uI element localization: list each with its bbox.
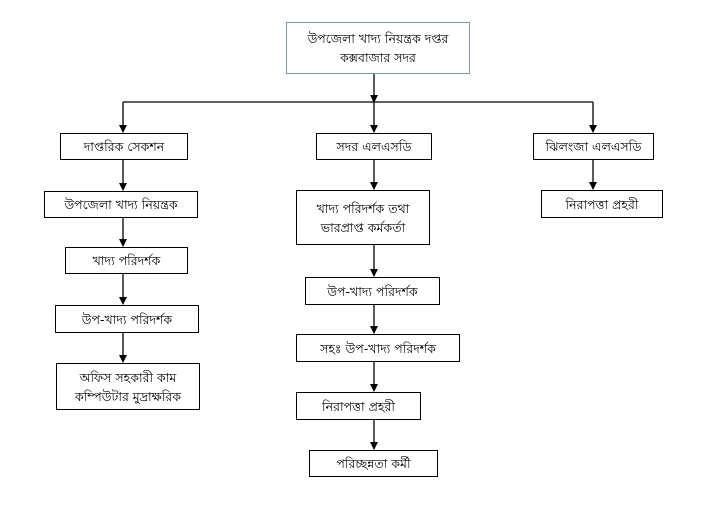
middle-item-box: পরিচ্ছন্নতা কর্মী (309, 450, 438, 477)
middle-item-label: খাদ্য পরিদর্শক তথা (316, 200, 410, 216)
root-office-box: উপজেলা খাদ্য নিয়ন্ত্রক দপ্তর কক্সবাজার … (286, 22, 470, 74)
middle-item-box: সহঃ উপ-খাদ্য পরিদর্শক (296, 334, 460, 362)
middle-item-label: নিরাপত্তা প্রহরী (322, 398, 395, 414)
right-title: ঝিলংজা এলএসডি (545, 139, 642, 154)
right-section-box: ঝিলংজা এলএসডি (533, 133, 654, 160)
right-item-label: নিরাপত্তা প্রহরী (565, 196, 639, 212)
left-item-box: অফিস সহকারী কাম কম্পিউটার মুদ্রাক্ষরিক (56, 363, 200, 410)
middle-item-box: নিরাপত্তা প্রহরী (296, 392, 421, 420)
left-item-label: অফিস সহকারী কাম (79, 369, 177, 385)
middle-item-label: পরিচ্ছন্নতা কর্মী (336, 456, 411, 471)
left-item-label: উপজেলা খাদ্য নিয়ন্ত্রক (64, 197, 178, 212)
left-section-box: দাপ্তরিক সেকশন (60, 133, 188, 160)
middle-item-box: খাদ্য পরিদর্শক তথা ভারপ্রাপ্ত কর্মকর্তা (296, 190, 430, 245)
left-item-box: উপ-খাদ্য পরিদর্শক (55, 305, 199, 333)
middle-section-box: সদর এলএসডি (316, 133, 432, 160)
root-line1: উপজেলা খাদ্য নিয়ন্ত্রক দপ্তর (307, 31, 449, 46)
middle-title: সদর এলএসডি (336, 139, 412, 154)
left-item-box: উপজেলা খাদ্য নিয়ন্ত্রক (44, 191, 198, 218)
left-item-label: উপ-খাদ্য পরিদর্শক (81, 311, 173, 327)
middle-item-label: উপ-খাদ্য পরিদর্শক (327, 283, 418, 299)
left-title: দাপ্তরিক সেকশন (83, 139, 165, 154)
left-item-box: খাদ্য পরিদর্শক (65, 247, 188, 274)
middle-item-box: উপ-খাদ্য পরিদর্শক (305, 277, 440, 305)
left-item-label: কম্পিউটার মুদ্রাক্ষরিক (74, 388, 182, 404)
left-item-label: খাদ্য পরিদর্শক (92, 253, 161, 268)
middle-item-label: সহঃ উপ-খাদ্য পরিদর্শক (320, 340, 436, 356)
root-line2: কক্সবাজার সদর (340, 50, 416, 65)
middle-item-label: ভারপ্রাপ্ত কর্মকর্তা (320, 219, 406, 235)
right-item-box: নিরাপত্তা প্রহরী (541, 190, 663, 218)
